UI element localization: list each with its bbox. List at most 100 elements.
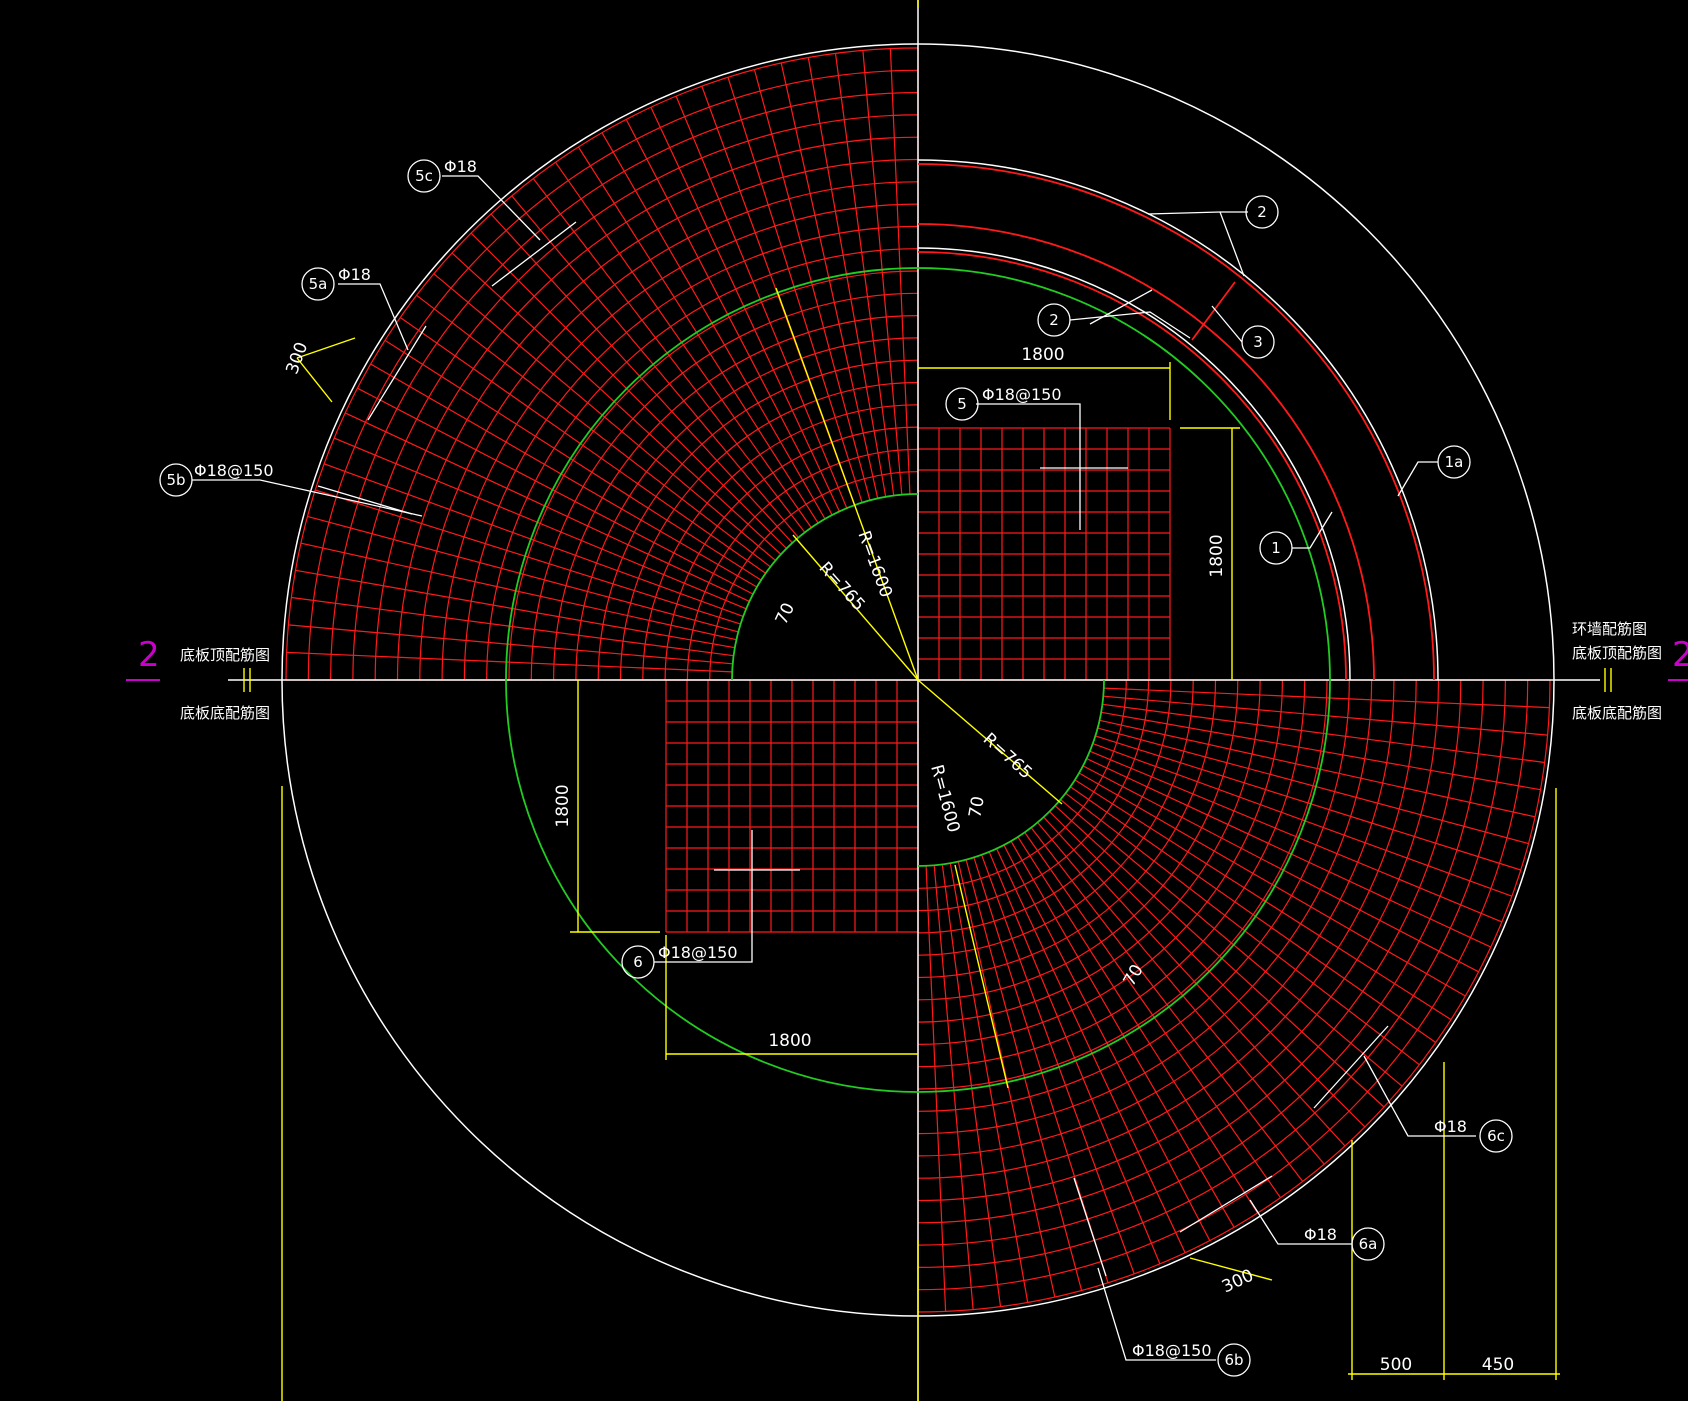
mesh-bottom-right-radial-bar xyxy=(925,865,947,1312)
view-label-right-top-1: 环墙配筋图 xyxy=(1572,620,1647,638)
callout-spec-5b: Φ18@150 xyxy=(194,461,274,480)
mesh-top-left-radial-bar xyxy=(490,213,793,544)
view-label-right-top-2: 底板顶配筋图 xyxy=(1572,644,1662,662)
callout-id-1a: 1a xyxy=(1445,453,1464,471)
section-mark-right: 2 xyxy=(1672,635,1688,675)
mesh-top-left-radial-bar xyxy=(889,48,911,495)
callout-circle-3 xyxy=(1241,325,1275,359)
radius-line-bottom xyxy=(917,679,1063,805)
callout-id-5b: 5b xyxy=(166,471,185,489)
mesh-top-left-radial-bar xyxy=(577,146,819,524)
mesh-bottom-right-radial-bar xyxy=(1003,844,1211,1241)
mesh-top-left-radial-bar xyxy=(650,106,840,512)
callout-id-2b: 2 xyxy=(1049,311,1059,329)
callout-circle-2b xyxy=(1037,303,1071,337)
callout-spec-6b: Φ18@150 xyxy=(1132,1341,1212,1360)
callout-spec-6: Φ18@150 xyxy=(658,943,738,962)
callout-circle-5c xyxy=(407,159,441,193)
bar-mark-6b xyxy=(1073,1177,1107,1277)
leader-6 xyxy=(654,830,753,963)
mesh-bottom-right-radial-bar xyxy=(1086,758,1492,948)
mesh-bottom-right-radial-bar xyxy=(949,863,1029,1303)
leader-5 xyxy=(976,403,1081,530)
mesh-top-left-radial-bar xyxy=(291,596,734,657)
mesh-top-left-radial-bar xyxy=(399,317,766,574)
callout-id-2a: 2 xyxy=(1257,203,1267,221)
callout-id-5c: 5c xyxy=(415,167,433,185)
leader-1a xyxy=(1397,461,1438,497)
mesh-top-left-radial-bar xyxy=(344,412,750,602)
mesh-bottom-right-radial-bar xyxy=(1089,750,1503,923)
mesh-top-left-radial-bar xyxy=(511,195,799,538)
bar-mark-6a xyxy=(1179,1175,1273,1233)
mesh-top-left-radial-bar xyxy=(370,363,758,588)
leader-2a-b xyxy=(1219,211,1245,277)
callout-spec-layer: Φ18 Φ18 Φ18@150 Φ18@150 Φ18@150 Φ18 Φ18 … xyxy=(194,157,1467,1360)
mesh-top-left-radial-bar xyxy=(357,387,754,595)
callout-text-layer: 5c 5a 5b 5 2 2 3 1a 1 6 6c 6a 6b xyxy=(166,167,1504,1369)
wall-ring-inner-bottom xyxy=(917,679,1105,867)
mesh-top-left-radial-bar xyxy=(286,651,733,673)
mesh-top-left-radial-bar xyxy=(753,69,871,501)
mesh-bottom-right-radial-bar xyxy=(941,864,1002,1307)
callout-id-6b: 6b xyxy=(1224,1351,1243,1369)
callout-id-6a: 6a xyxy=(1359,1235,1378,1253)
callout-id-5: 5 xyxy=(957,395,967,413)
callout-id-1: 1 xyxy=(1271,539,1281,557)
mesh-top-left-radial-bar xyxy=(625,119,833,516)
dim-text-base-left: 500 xyxy=(1380,1355,1412,1375)
mesh-bottom-right-radial-bar xyxy=(1060,799,1403,1087)
mesh-bottom-right-radial-bar xyxy=(996,848,1186,1254)
dim-spacing-300-top-b xyxy=(296,357,333,403)
mesh-bottom-right-radial-bar xyxy=(1065,792,1420,1066)
mesh-bottom-right-radial-bar xyxy=(988,851,1161,1265)
mesh-bottom-right-radial-bar xyxy=(1103,687,1550,709)
ring-wall-bars xyxy=(917,163,1435,681)
section-mark-layer: 2 2 xyxy=(126,635,1688,681)
mesh-bottom-right-radial-bar xyxy=(1017,836,1259,1214)
mesh-bottom-right-radial-bar xyxy=(1103,695,1548,736)
ring-wall-inner-line xyxy=(917,247,1351,681)
mesh-top-left-radial-bar xyxy=(295,569,735,649)
mesh-top-left-radial-bar xyxy=(384,339,762,581)
section-mark-left: 2 xyxy=(138,635,160,675)
radius-line-top xyxy=(775,287,919,681)
mesh-top-left-radial-bar xyxy=(307,515,739,633)
view-label-right-bottom: 底板底配筋图 xyxy=(1572,704,1662,722)
ring-wall-outer-line xyxy=(917,159,1439,681)
leader-6c xyxy=(1363,1055,1476,1137)
mesh-top-left-radial-bar xyxy=(300,542,737,641)
dim-text-top-height: 1800 xyxy=(1207,534,1227,577)
mesh-top-left-radial-bar xyxy=(323,463,744,617)
mesh-top-left-radial-bar xyxy=(288,624,733,665)
mesh-top-left-radial-bar xyxy=(675,95,848,509)
callout-circle-5b xyxy=(159,463,193,497)
mesh-bottom-right-radial-bar xyxy=(1054,805,1385,1108)
leader-1 xyxy=(1292,511,1333,549)
callout-circle-6b xyxy=(1217,1343,1251,1377)
view-label-left-bottom: 底板底配筋图 xyxy=(180,704,270,722)
mesh-bottom-right-radial-bar xyxy=(1043,816,1346,1147)
ring-wall-bar-outer xyxy=(917,163,1435,681)
mesh-bottom-right-radial-bar xyxy=(1102,703,1545,764)
dim-text-gap-bottom-1: 70 xyxy=(965,795,988,820)
mesh-bottom-right-radial-bar xyxy=(1101,711,1541,791)
callout-id-6c: 6c xyxy=(1487,1127,1505,1145)
leader-2b-b xyxy=(1089,289,1153,325)
wall-ring-outer xyxy=(505,267,1331,1093)
leader-layer xyxy=(192,175,1476,1361)
callout-spec-5: Φ18@150 xyxy=(982,385,1062,404)
mesh-top-left-radial-bar xyxy=(555,161,812,528)
callout-circle-6 xyxy=(621,945,655,979)
radius-line-top-inner xyxy=(792,534,919,681)
mesh-bottom-right-radial-bar xyxy=(1024,832,1281,1199)
wall-ring-layer xyxy=(505,267,1331,1093)
view-label-layer: 底板顶配筋图 底板底配筋图 环墙配筋图 底板顶配筋图 底板底配筋图 xyxy=(180,620,1662,722)
mesh-bottom-right-radial-bar xyxy=(981,854,1135,1275)
leader-5a xyxy=(338,283,409,351)
bar-mark-5a xyxy=(367,325,427,421)
mesh-top-left-radial-bar xyxy=(807,57,887,497)
mesh-bottom-right-radial-bar xyxy=(1030,827,1304,1182)
callout-circle-5 xyxy=(945,387,979,421)
